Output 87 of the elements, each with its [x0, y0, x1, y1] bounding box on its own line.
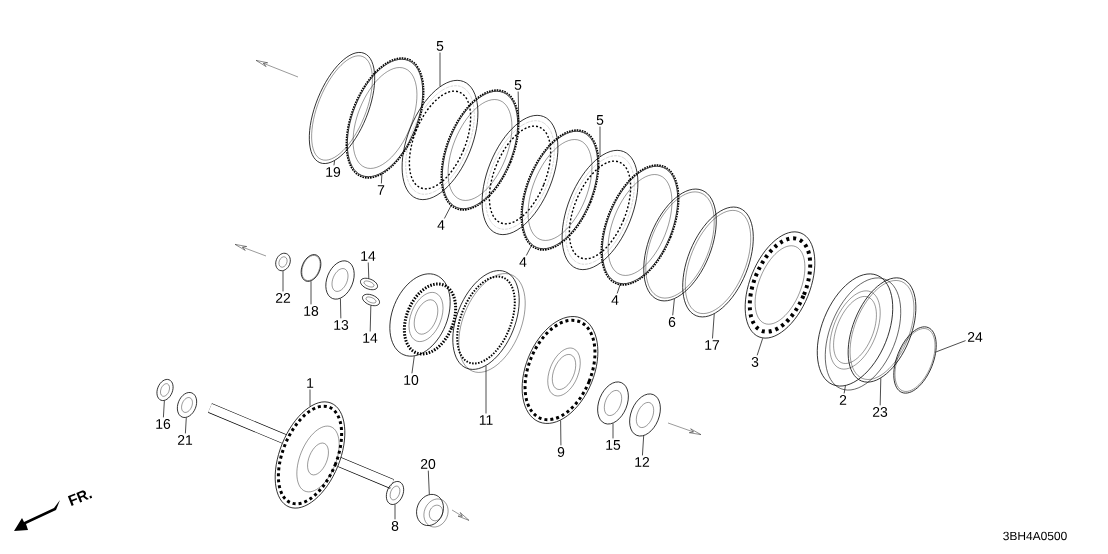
callout-number: 4: [611, 295, 619, 305]
leader-line: [282, 270, 284, 292]
callout-number: 5: [436, 41, 444, 51]
callout-number: 7: [377, 185, 385, 195]
snap-ring-drawing: [300, 254, 322, 282]
callout-number: 2: [839, 395, 847, 405]
friction-disc-drawing: [481, 115, 559, 235]
leader-line: [616, 283, 621, 294]
ring-gear-drawing: [452, 270, 526, 373]
callout-number: 6: [668, 317, 676, 327]
half-shell-drawing: [362, 293, 380, 307]
callout-number: 20: [420, 459, 436, 469]
clutch-plate-drawing: [520, 129, 600, 251]
leader-line: [935, 340, 966, 353]
callout-number: 17: [705, 340, 720, 350]
callout-number: 15: [606, 440, 621, 450]
callout-number: 1: [307, 378, 314, 388]
callout-number: 5: [514, 80, 522, 90]
washer-drawing: [156, 379, 174, 401]
shaft-drawing: [208, 401, 394, 509]
leader-line: [381, 172, 383, 184]
washer-drawing: [275, 252, 291, 272]
leader-line: [309, 389, 311, 407]
washer-drawing: [176, 392, 198, 418]
leader-line: [340, 298, 342, 319]
friction-disc-drawing: [561, 150, 639, 270]
leader-line: [394, 504, 396, 520]
clutch-plate-drawing: [440, 89, 520, 211]
leader-line: [712, 313, 715, 339]
ring-drawing: [847, 277, 917, 383]
callout-number: 21: [177, 435, 193, 445]
clutch-plate-drawing: [600, 164, 680, 286]
callout-number: 24: [967, 332, 983, 342]
callout-number: 13: [334, 320, 349, 330]
callout-number: 16: [156, 419, 171, 429]
housing-drawing: [816, 273, 902, 391]
leader-line: [333, 160, 335, 166]
roller-clutch-drawing: [744, 231, 816, 339]
callout-number: 11: [479, 415, 493, 425]
leader-line: [427, 470, 430, 495]
leader-line: [526, 244, 533, 256]
carrier-drawing: [521, 316, 599, 424]
callout-number: 22: [275, 293, 291, 303]
callout-number: 14: [361, 251, 376, 261]
callout-number: 3: [751, 357, 759, 367]
leader-line: [642, 435, 644, 456]
callout-number: 5: [596, 115, 604, 125]
leader-line: [756, 337, 764, 356]
leader-line: [485, 365, 487, 414]
callout-number: 14: [363, 333, 378, 343]
leader-line: [444, 204, 452, 219]
ring-drawing: [893, 326, 937, 394]
leader-line: [843, 385, 846, 394]
callout-number: 23: [872, 407, 888, 417]
leader-line: [163, 400, 165, 418]
leader-line: [672, 298, 675, 316]
snap-ring-drawing: [308, 52, 376, 164]
washer-drawing: [629, 393, 661, 437]
callout-number: 8: [391, 521, 399, 531]
callout-number: 4: [519, 257, 527, 267]
leader-line: [411, 355, 415, 374]
needle-bearing-drawing: [416, 494, 449, 528]
callout-number: 9: [557, 447, 565, 457]
drawing-code: 3BH4A0500: [1003, 531, 1067, 541]
leader-line: [367, 262, 370, 279]
washer-drawing: [385, 481, 405, 505]
gear-drawing: [389, 273, 458, 357]
callout-number: 18: [304, 306, 319, 316]
leader-line: [310, 280, 312, 305]
callout-number: 19: [326, 167, 341, 177]
half-shell-drawing: [360, 277, 378, 291]
leader-line: [612, 423, 614, 439]
leader-line: [369, 305, 372, 332]
ring-drawing: [643, 188, 717, 302]
clutch-plate-drawing: [345, 57, 425, 179]
callout-number: 12: [635, 457, 650, 467]
leader-line: [439, 52, 441, 87]
washer-drawing: [597, 381, 629, 425]
leader-line: [879, 377, 882, 406]
callout-number: 10: [404, 375, 419, 385]
leader-line: [185, 417, 187, 434]
friction-disc-drawing: [401, 80, 479, 200]
snap-ring-drawing: [682, 206, 754, 318]
callout-number: 4: [437, 220, 445, 230]
leader-line: [560, 420, 562, 446]
direction-label: FR.: [67, 490, 93, 506]
washer-drawing: [325, 260, 355, 300]
